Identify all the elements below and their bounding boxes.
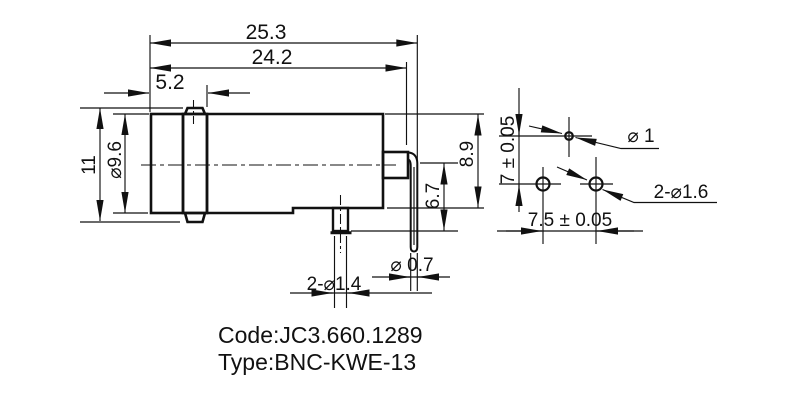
leg-hole-left [535,176,551,192]
dim-rear-height: 8.9 [457,141,478,167]
centerlines [141,100,396,253]
hole-pattern-view [497,88,717,244]
pin-hole [564,131,574,141]
dim-hole-col-spacing: 7.5 ± 0.05 [528,210,612,231]
ring-bottom-tab [183,211,207,224]
dim-mount-legs: 2-⌀1.4 [307,274,362,295]
dim-shell-length: 24.2 [252,46,293,69]
dim-pcb-holes-legs: 2-⌀1.6 [654,182,709,203]
rear-insulator [381,150,410,180]
ring-top-tab [183,106,207,116]
dimension-lines [96,39,482,231]
main-view-outline [149,106,419,253]
dim-front-section: 5.2 [155,71,184,94]
part-code-label: Code:JC3.660.1289 [218,322,423,348]
dim-body-diameter: ⌀9.6 [105,141,126,179]
dim-pin-diameter: ⌀ 0.7 [390,255,433,276]
outside-arrows [104,89,439,297]
connector-body [205,112,385,215]
coupling-ring [181,112,209,215]
dim-pin-drop: 6.7 [423,183,444,209]
leg-hole-right [588,176,604,192]
dim-pcb-hole-pin: ⌀ 1 [627,126,654,147]
dim-overall-length: 25.3 [246,21,287,44]
hole-pattern-lines [497,88,717,244]
front-flange [149,112,185,215]
contact-pin [407,151,419,253]
dim-hole-row-spacing: 7 ± 0.05 [498,116,519,185]
part-type-label: Type:BNC-KWE-13 [218,349,416,375]
dim-nut-height: 11 [79,155,100,175]
